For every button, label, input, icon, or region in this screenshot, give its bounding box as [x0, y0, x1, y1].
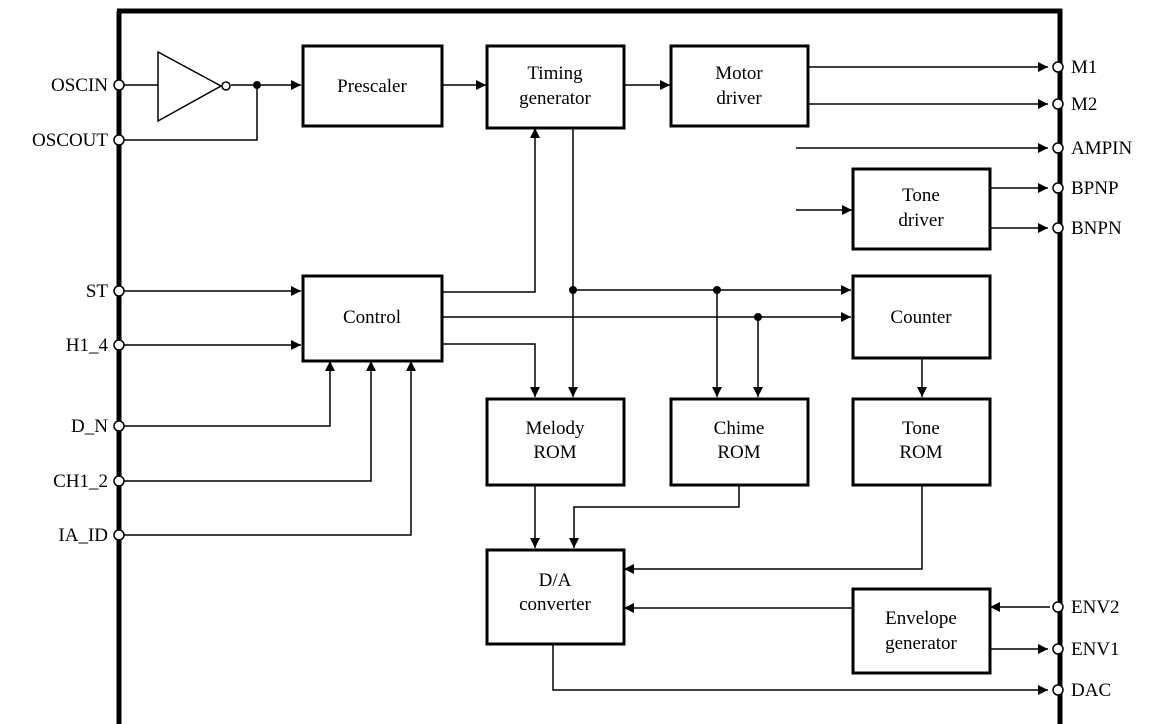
pin-env1-icon — [1052, 643, 1064, 655]
block-tone-driver: Tone driver — [851, 167, 992, 251]
pin-label-m1: M1 — [1071, 57, 1097, 78]
pin-m2-icon — [1052, 98, 1064, 110]
inversion-bubble-icon — [221, 81, 231, 91]
pin-ia-id-icon — [113, 529, 125, 541]
block-counter: Counter — [851, 274, 992, 360]
pin-label-dac: DAC — [1071, 680, 1111, 701]
pin-env2-icon — [1052, 601, 1064, 613]
junction-oscillator — [253, 81, 261, 89]
pin-label-d-n: D_N — [71, 416, 108, 437]
pin-oscout-icon — [113, 134, 125, 146]
block-envelope-generator-line2: generator — [885, 633, 957, 654]
block-motor-driver-line1: Motor — [715, 63, 763, 84]
pin-label-env2: ENV2 — [1071, 597, 1120, 618]
oscillator-buffer-icon — [157, 50, 223, 123]
pin-label-bpnp: BPNP — [1071, 178, 1119, 199]
block-tone-rom: Tone ROM — [851, 397, 992, 487]
block-da-converter-line2: converter — [519, 594, 591, 615]
pin-dac-icon — [1052, 684, 1064, 696]
block-control-line1: Control — [343, 307, 401, 328]
pin-label-bnpn: BNPN — [1071, 218, 1122, 239]
pin-ch1-2-icon — [113, 475, 125, 487]
block-chime-rom: Chime ROM — [669, 397, 810, 487]
pin-st-icon — [113, 285, 125, 297]
pin-ampin-icon — [1052, 142, 1064, 154]
junction-chime-b — [754, 313, 762, 321]
block-prescaler-line1: Prescaler — [337, 76, 407, 97]
block-envelope-generator-line1: Envelope — [885, 608, 957, 629]
pin-d-n-icon — [113, 420, 125, 432]
pin-label-ampin: AMPIN — [1071, 138, 1133, 159]
block-chime-rom-line1: Chime — [714, 418, 765, 439]
block-melody-rom-line2: ROM — [533, 442, 576, 463]
pin-oscin-icon — [113, 79, 125, 91]
pin-bpnp-icon — [1052, 182, 1064, 194]
block-chime-rom-line2: ROM — [717, 442, 760, 463]
wire-oscout-feedback — [124, 85, 258, 141]
pin-label-st: ST — [86, 281, 109, 302]
pin-label-h1-4: H1_4 — [66, 335, 109, 356]
block-melody-rom: Melody ROM — [485, 397, 626, 487]
block-control: Control — [301, 274, 444, 363]
pin-label-oscout: OSCOUT — [32, 130, 108, 151]
block-tone-rom-line2: ROM — [899, 442, 942, 463]
wire-da-dac — [552, 644, 1048, 695]
pin-label-oscin: OSCIN — [51, 75, 108, 96]
block-motor-driver-line2: driver — [716, 88, 762, 109]
pin-label-m2: M2 — [1071, 94, 1097, 115]
pin-label-ia-id: IA_ID — [58, 525, 108, 546]
block-da-converter-line1: D/A — [539, 570, 572, 591]
junction-chime-a — [713, 286, 721, 294]
pin-m1-icon — [1052, 61, 1064, 73]
block-tone-rom-line1: Tone — [902, 418, 940, 439]
block-tone-driver-line1: Tone — [902, 185, 940, 206]
pin-h1-4-icon — [113, 339, 125, 351]
block-timing-generator-line2: generator — [519, 88, 591, 109]
wire-chime-da — [569, 485, 740, 548]
block-counter-line1: Counter — [890, 307, 952, 328]
block-prescaler: Prescaler — [301, 44, 444, 128]
block-timing-generator: Timing generator — [485, 44, 626, 130]
junction-timing-bus — [569, 286, 577, 294]
wire-d-n-control — [124, 361, 335, 427]
wire-tonerom-da — [624, 485, 923, 574]
wire-ia-id-control — [124, 361, 416, 536]
block-motor-driver: Motor driver — [669, 44, 810, 128]
block-timing-generator-line1: Timing — [527, 63, 583, 84]
pin-label-ch1-2: CH1_2 — [53, 471, 108, 492]
block-melody-rom-line1: Melody — [525, 418, 585, 439]
block-envelope-generator: Envelope generator — [851, 587, 992, 675]
block-da-converter: D/A converter — [485, 548, 626, 646]
block-tone-driver-line2: driver — [898, 210, 944, 231]
wire-control-melody — [442, 343, 540, 397]
pin-label-env1: ENV1 — [1071, 639, 1120, 660]
wire-ch1-2-control — [124, 361, 376, 482]
pin-bnpn-icon — [1052, 222, 1064, 234]
wire-control-timing — [442, 128, 540, 293]
